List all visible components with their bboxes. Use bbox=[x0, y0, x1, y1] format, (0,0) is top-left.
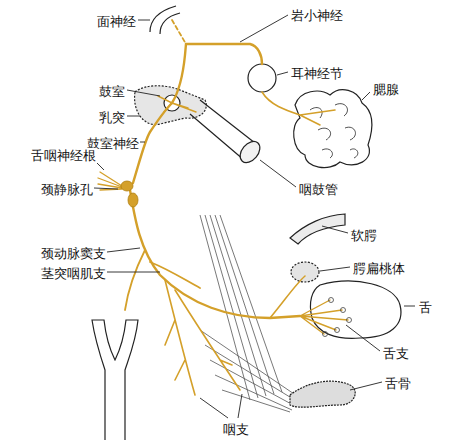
label-holder: 舌支 bbox=[382, 344, 410, 362]
label-holder: 软腭 bbox=[350, 226, 378, 244]
label-holder: 岩小神经 bbox=[290, 6, 344, 24]
part-label: 耳神经节 bbox=[290, 66, 344, 81]
label-holder: 咽鼓管 bbox=[298, 180, 339, 198]
part-label: 颈静脉孔 bbox=[40, 182, 94, 197]
part-label: 面神经 bbox=[96, 14, 137, 29]
part-label: 软腭 bbox=[350, 228, 378, 243]
label-holder: 乳突 bbox=[98, 108, 126, 126]
label-holder: 舌骨 bbox=[384, 374, 412, 392]
part-label: 咽支 bbox=[222, 422, 250, 437]
part-label: 颈动脉窦支 bbox=[40, 246, 107, 261]
part-label: 乳突 bbox=[98, 110, 126, 125]
label-holder: 舌 bbox=[418, 298, 433, 316]
part-label: 腭扁桃体 bbox=[352, 261, 406, 276]
label-holder: 咽支 bbox=[222, 420, 250, 438]
label-holder: 面神经 bbox=[96, 12, 137, 30]
part-label: 腮腺 bbox=[372, 82, 400, 97]
part-label: 鼓室 bbox=[98, 84, 126, 99]
label-holder: 耳神经节 bbox=[290, 64, 344, 82]
part-label: 岩小神经 bbox=[290, 8, 344, 23]
part-label: 舌骨 bbox=[384, 376, 412, 391]
label-holder: 腭扁桃体 bbox=[352, 259, 406, 277]
label-holder: 颈静脉孔 bbox=[40, 180, 94, 198]
part-label: 舌咽神经根 bbox=[30, 148, 97, 163]
label-holder: 腮腺 bbox=[372, 80, 400, 98]
label-holder: 颈动脉窦支 bbox=[40, 244, 107, 262]
part-label: 茎突咽肌支 bbox=[40, 266, 107, 281]
part-label: 舌支 bbox=[382, 346, 410, 361]
label-holder: 鼓室 bbox=[98, 82, 126, 100]
label-holder: 茎突咽肌支 bbox=[40, 264, 107, 282]
label-holder: 舌咽神经根 bbox=[30, 146, 97, 164]
part-label: 咽鼓管 bbox=[298, 182, 339, 197]
part-label: 舌 bbox=[418, 300, 433, 315]
